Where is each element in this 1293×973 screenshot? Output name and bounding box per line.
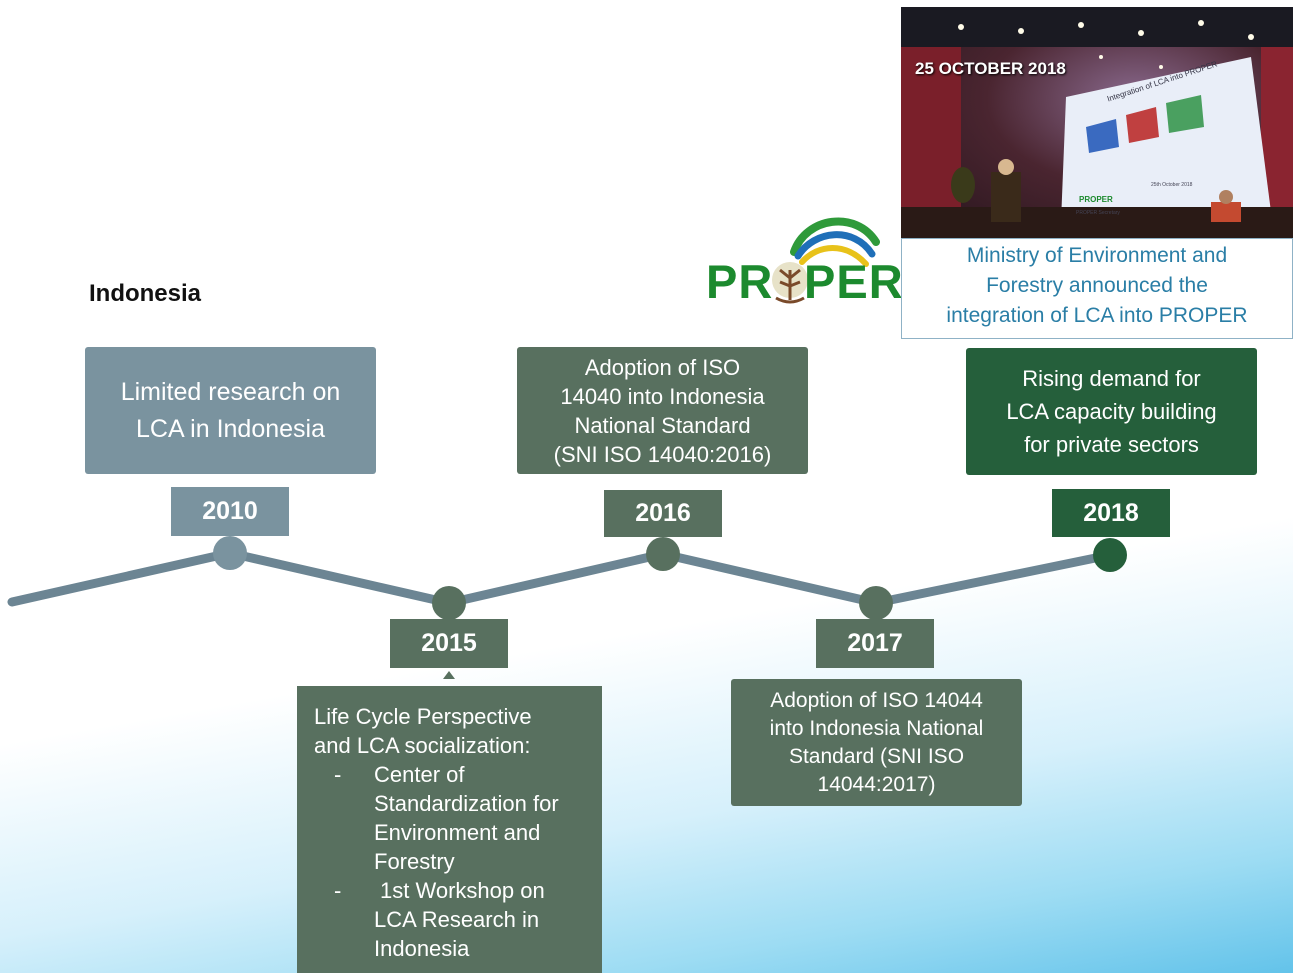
screen-sub: PROPER Secretary [1076, 210, 1120, 216]
event-2015-bullet: - Center of Standardization for Environm… [314, 760, 602, 876]
event-2017-line: 14044:2017) [817, 772, 936, 796]
timeline-node-2015 [432, 586, 466, 620]
bullet-line: Forestry [374, 849, 455, 874]
caption-line: Ministry of Environment and [966, 244, 1228, 267]
bullet-line: Standardization for [374, 791, 559, 816]
year-2016-label: 2016 [604, 490, 722, 537]
photo-caption: Ministry of Environment and Forestry ann… [901, 238, 1293, 339]
event-2017-box: Adoption of ISO 14044 into Indonesia Nat… [731, 679, 1022, 806]
stage-illustration [901, 7, 1293, 238]
bullet-line: Environment and [374, 820, 541, 845]
pointer-2015 [443, 671, 455, 679]
caption-line: Forestry announced the [986, 274, 1208, 297]
event-2015-bullet: - 1st Workshop on LCA Research in Indone… [314, 876, 602, 963]
bullet-line: 1st Workshop on [380, 878, 545, 903]
event-2010-box: Limited research on LCA in Indonesia [85, 347, 376, 474]
bullet-line: Center of [374, 762, 465, 787]
bullet-dash: - [334, 762, 342, 787]
event-2018-line: Rising demand for [1022, 366, 1201, 391]
event-2018-box: Rising demand for LCA capacity building … [966, 348, 1257, 475]
event-2016-line: National Standard [574, 412, 751, 438]
screen-date: 25th October 2018 [1151, 182, 1193, 188]
year-2017-label: 2017 [816, 619, 934, 668]
proper-logo-swoosh [772, 217, 880, 304]
event-2015-line: and LCA socialization: [314, 733, 531, 758]
event-photo: 25 OCTOBER 2018 Integration of LCA into … [901, 7, 1293, 238]
event-2010-line: Limited research on [120, 377, 341, 406]
timeline-node-2018 [1093, 538, 1127, 572]
proper-logo-text-left: PR [706, 255, 774, 308]
bullet-line: LCA Research in [374, 907, 540, 932]
event-2016-line: (SNI ISO 14040:2016) [553, 441, 772, 467]
country-title: Indonesia [89, 280, 202, 307]
event-2016-box: Adoption of ISO 14040 into Indonesia Nat… [517, 347, 808, 474]
proper-logo: PR PER [706, 212, 904, 308]
event-2010-line: LCA in Indonesia [135, 414, 326, 443]
event-2016-line: Adoption of ISO [584, 354, 741, 380]
photo-date: 25 OCTOBER 2018 [915, 59, 1066, 78]
year-2018-label: 2018 [1052, 489, 1170, 537]
year-2010-label: 2010 [171, 487, 289, 536]
timeline-node-2016 [646, 537, 680, 571]
timeline-line [7, 548, 1115, 608]
caption-line: integration of LCA into PROPER [946, 304, 1248, 327]
screen-logo: PROPER [1079, 195, 1113, 204]
bullet-line: Indonesia [374, 936, 470, 961]
event-2017-line: Standard (SNI ISO [788, 744, 965, 768]
event-2017-line: into Indonesia National [769, 716, 984, 740]
timeline-node-2010 [213, 536, 247, 570]
timeline-node-2017 [859, 586, 893, 620]
event-2015-box: Life Cycle Perspective and LCA socializa… [297, 686, 602, 973]
event-2016-line: 14040 into Indonesia [560, 383, 765, 409]
event-2018-line: for private sectors [1024, 432, 1199, 457]
year-2015-label: 2015 [390, 619, 508, 668]
proper-logo-text-right: PER [804, 255, 904, 308]
event-2018-line: LCA capacity building [1006, 399, 1217, 424]
event-2017-line: Adoption of ISO 14044 [770, 688, 983, 712]
event-2015-line: Life Cycle Perspective [314, 704, 532, 729]
bullet-dash: - [334, 878, 342, 903]
